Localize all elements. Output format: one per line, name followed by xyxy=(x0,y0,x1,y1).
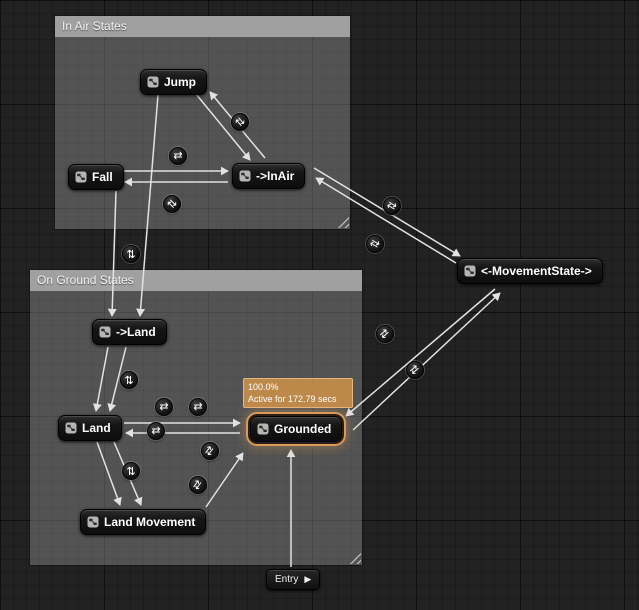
transition-rule-icon[interactable]: ⇄ xyxy=(201,442,219,460)
entry-node[interactable]: Entry ▶ xyxy=(266,569,321,590)
transition-arrows-icon: ⇄ xyxy=(151,425,161,437)
state-machine-icon xyxy=(87,516,99,528)
transition-arrows-icon: ⇄ xyxy=(407,362,423,378)
state-label: Land Movement xyxy=(104,515,196,529)
state-node-fall[interactable]: Fall xyxy=(68,164,124,190)
transition-arrows-icon: ⇄ xyxy=(377,326,393,342)
transition-arrows-icon: ⇄ xyxy=(159,401,169,413)
transition-arrows-icon: ⇄ xyxy=(193,401,203,413)
tooltip-weight: 100.0% xyxy=(248,382,279,392)
transition-arrows-icon: ⇄ xyxy=(125,466,137,476)
state-machine-icon xyxy=(75,171,87,183)
state-machine-icon xyxy=(147,76,159,88)
transition-rule-icon[interactable]: ⇄ xyxy=(376,325,394,343)
state-machine-icon xyxy=(257,423,269,435)
transition-rule-icon[interactable]: ⇄ xyxy=(122,245,140,263)
state-machine-icon xyxy=(99,326,111,338)
comment-title[interactable]: In Air States xyxy=(55,16,350,37)
state-label: ->InAir xyxy=(256,169,295,183)
state-label: Fall xyxy=(92,170,113,184)
transition-rule-icon[interactable]: ⇄ xyxy=(383,197,401,215)
transition-arrows-icon: ⇄ xyxy=(202,443,218,459)
transition-arrows-icon: ⇄ xyxy=(164,196,180,212)
comment-title[interactable]: On Ground States xyxy=(30,270,362,291)
transition-rule-icon[interactable]: ⇄ xyxy=(120,371,138,389)
transition-rule-icon[interactable]: ⇄ xyxy=(155,398,173,416)
transition-arrows-icon: ⇄ xyxy=(190,477,206,493)
transition-rule-icon[interactable]: ⇄ xyxy=(147,422,165,440)
transition-rule-icon[interactable]: ⇄ xyxy=(189,398,207,416)
state-label: ->Land xyxy=(116,325,156,339)
transition-rule-icon[interactable]: ⇄ xyxy=(366,235,384,253)
transition-wire[interactable] xyxy=(345,288,496,417)
state-node-land[interactable]: Land xyxy=(58,415,122,441)
entry-label: Entry xyxy=(275,574,299,585)
state-node-land-movement[interactable]: Land Movement xyxy=(80,509,207,535)
state-node-grounded[interactable]: Grounded xyxy=(250,416,343,442)
state-label: Jump xyxy=(164,75,197,89)
transition-arrows-icon: ⇄ xyxy=(367,236,383,252)
transition-rule-icon[interactable]: ⇄ xyxy=(406,361,424,379)
transition-rule-icon[interactable]: ⇄ xyxy=(122,462,140,480)
state-label: Grounded xyxy=(274,422,332,436)
transition-arrows-icon: ⇄ xyxy=(384,198,400,214)
play-icon: ▶ xyxy=(304,574,312,584)
state-node-jump[interactable]: Jump xyxy=(140,69,208,95)
transition-arrows-icon: ⇄ xyxy=(123,375,135,385)
comment-in-air-states[interactable]: In Air States xyxy=(55,16,350,229)
state-node-inair[interactable]: ->InAir xyxy=(232,163,306,189)
state-node-to-land[interactable]: ->Land xyxy=(92,319,167,345)
state-machine-icon xyxy=(464,265,476,277)
transition-wire[interactable] xyxy=(352,292,501,431)
transition-arrows-icon: ⇄ xyxy=(232,114,248,130)
active-state-tooltip: 100.0% Active for 172.79 secs xyxy=(243,378,353,409)
transition-rule-icon[interactable]: ⇄ xyxy=(169,147,187,165)
state-machine-icon xyxy=(65,422,77,434)
state-node-movement-state[interactable]: <-MovementState-> xyxy=(457,258,603,284)
transition-rule-icon[interactable]: ⇄ xyxy=(163,195,181,213)
tooltip-status: Active for 172.79 secs xyxy=(248,394,337,405)
state-label: <-MovementState-> xyxy=(481,264,592,278)
state-machine-icon xyxy=(239,170,251,182)
transition-rule-icon[interactable]: ⇄ xyxy=(231,113,249,131)
state-label: Land xyxy=(82,421,111,435)
comment-body xyxy=(55,37,350,229)
transition-arrows-icon: ⇄ xyxy=(173,150,183,162)
transition-rule-icon[interactable]: ⇄ xyxy=(189,476,207,494)
transition-arrows-icon: ⇄ xyxy=(125,249,137,259)
